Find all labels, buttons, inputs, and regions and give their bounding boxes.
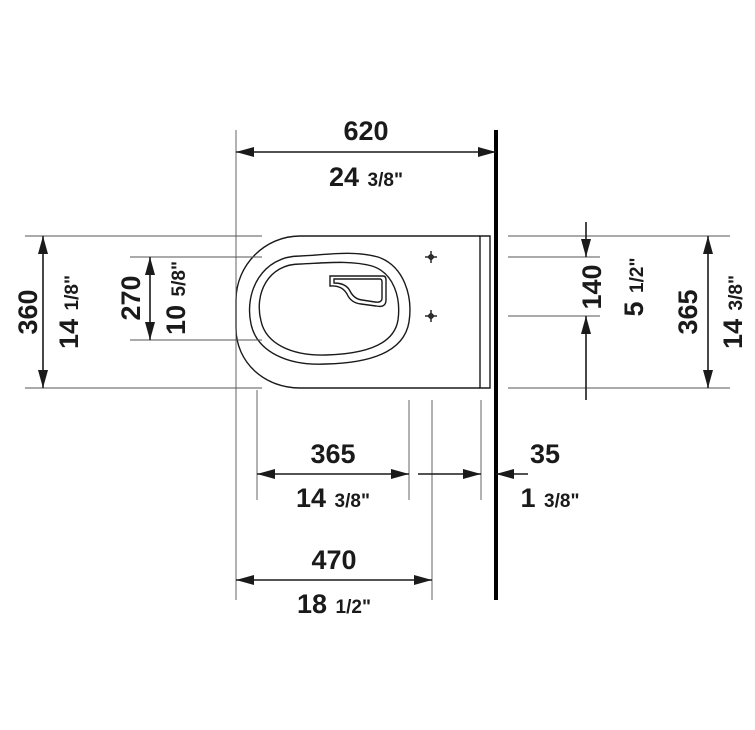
- dim-line-bolt-spacing: [581, 222, 591, 400]
- bolt-spacing-inch: 5 1/2": [619, 258, 649, 317]
- wall-offset-mm: 35: [530, 439, 560, 469]
- bowl-rim: [248, 252, 411, 365]
- wall-offset-inch: 1 3/8": [521, 483, 580, 513]
- dim-line-overall-length: [236, 147, 496, 157]
- drain-opening-inner: [333, 278, 383, 303]
- mounting-height-inch: 14 3/8": [718, 275, 748, 349]
- wall-plate: [479, 235, 491, 389]
- bowl-width-inch: 10 5/8": [161, 261, 191, 335]
- dim-line-overall-width: [38, 236, 48, 388]
- dim-line-mounting-height: [703, 236, 713, 388]
- bolt-distance-inch: 18 1/2": [297, 589, 371, 619]
- overall-width-mm: 360: [13, 289, 43, 334]
- seat-depth-inch: 14 3/8": [296, 483, 370, 513]
- overall-length-inch: 24 3/8": [329, 162, 403, 192]
- bolt-upper: [425, 251, 437, 263]
- overall-length-mm: 620: [343, 116, 388, 146]
- dim-line-seat-depth: [257, 469, 409, 479]
- bowl-inner: [258, 261, 400, 356]
- extension-lines: [25, 130, 730, 600]
- bowl-width-mm: 270: [116, 275, 146, 320]
- bolt-lower: [425, 310, 437, 322]
- bolt-spacing-mm: 140: [577, 264, 607, 309]
- dim-line-bolt-distance: [236, 575, 432, 585]
- dim-line-wall-offset: [418, 469, 528, 479]
- dim-line-bowl-width: [145, 257, 155, 340]
- bolt-distance-mm: 470: [311, 545, 356, 575]
- toilet-outline: [235, 235, 480, 389]
- overall-width-inch: 14 1/8": [54, 275, 84, 349]
- seat-depth-mm: 365: [310, 439, 355, 469]
- drain-opening: [329, 275, 387, 308]
- mounting-height-mm: 365: [673, 289, 703, 334]
